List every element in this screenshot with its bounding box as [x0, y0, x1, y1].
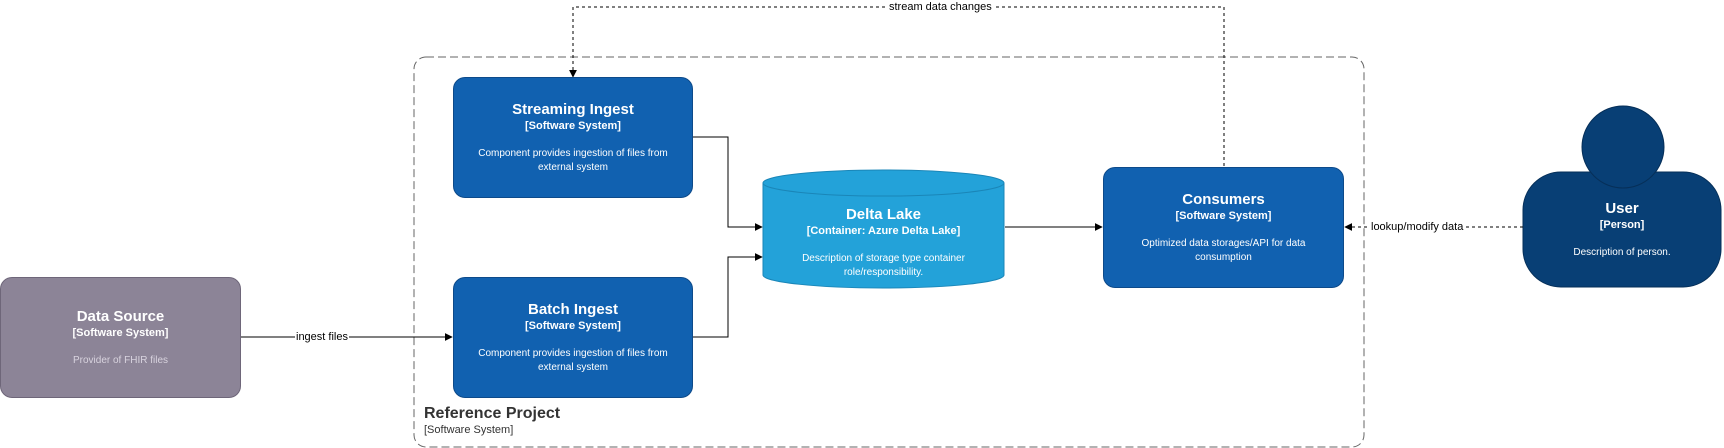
- user-node[interactable]: User [Person] Description of person.: [1523, 172, 1721, 287]
- edge-label-ingest-files: ingest files: [295, 331, 349, 343]
- edge-batch-to-lake: [693, 253, 763, 338]
- boundary-type: [Software System]: [424, 424, 514, 436]
- node-title: Data Source: [76, 307, 165, 325]
- node-title: User: [1605, 199, 1639, 217]
- node-title: Batch Ingest: [527, 300, 618, 318]
- data-source-node[interactable]: Data Source [Software System] Provider o…: [0, 277, 241, 398]
- boundary-title: Reference Project: [424, 405, 561, 422]
- batch-ingest-node[interactable]: Batch Ingest [Software System] Component…: [453, 277, 693, 398]
- node-title: Streaming Ingest: [512, 100, 634, 118]
- edge-streaming-to-lake: [693, 136, 763, 231]
- streaming-ingest-node[interactable]: Streaming Ingest [Software System] Compo…: [453, 77, 693, 198]
- delta-lake-cylinder: [762, 169, 1005, 289]
- reference-project-boundary: [413, 56, 1365, 448]
- consumers-node[interactable]: Consumers [Software System] Optimized da…: [1103, 167, 1344, 288]
- node-description: Component provides ingestion of files fr…: [478, 147, 668, 173]
- node-type: [Software System]: [72, 326, 169, 339]
- node-type: [Software System]: [1175, 209, 1272, 222]
- node-description: Optimized data storages/API for data con…: [1141, 237, 1306, 263]
- node-type: [Container: Azure Delta Lake]: [806, 225, 961, 237]
- node-type: [Software System]: [525, 119, 621, 132]
- node-type: [Software System]: [525, 319, 621, 332]
- node-description: Component provides ingestion of files fr…: [478, 347, 668, 373]
- node-type: [Person]: [1599, 218, 1645, 231]
- node-description: Provider of FHIR files: [72, 354, 169, 366]
- edge-stream-data-changes: [569, 6, 1225, 166]
- edge-label-lookup-modify-data: lookup/modify data: [1370, 221, 1465, 233]
- node-title: Delta Lake: [845, 206, 922, 223]
- edge-label-stream-data-changes: stream data changes: [888, 1, 993, 13]
- node-description: Description of person.: [1573, 246, 1671, 258]
- delta-lake-node[interactable]: Delta Lake [Container: Azure Delta Lake]…: [763, 198, 1004, 288]
- user-person-shape: [1522, 105, 1722, 288]
- node-description: Description of storage type container ro…: [802, 253, 965, 278]
- node-title: Consumers: [1182, 190, 1265, 208]
